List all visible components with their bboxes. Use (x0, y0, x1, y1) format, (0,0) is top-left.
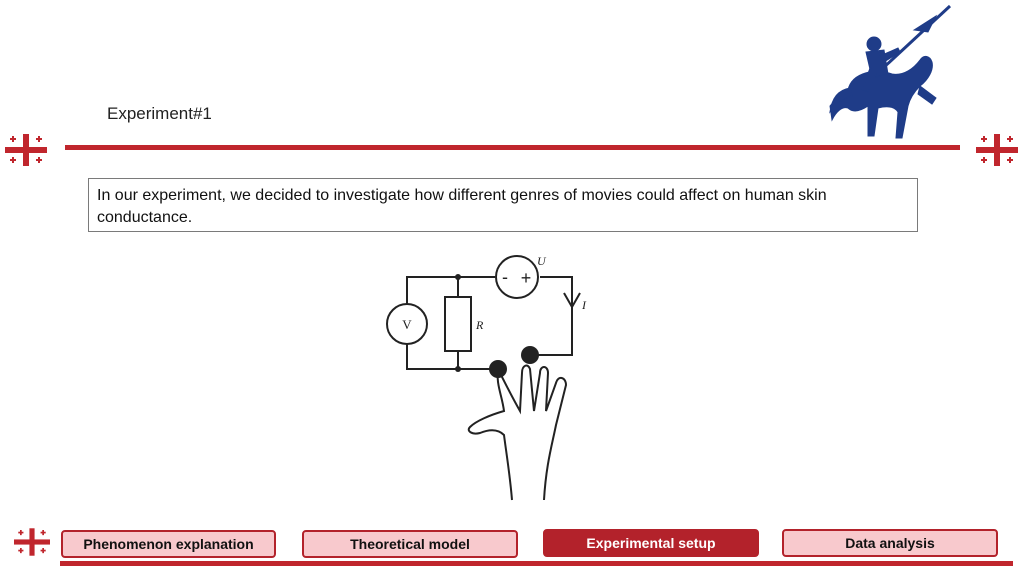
skin-conductance-circuit: V R - + U I (386, 254, 587, 501)
slide-title: Experiment#1 (107, 104, 212, 123)
georgian-cross-icon (14, 528, 50, 556)
nav-theoretical-model[interactable]: Theoretical model (302, 530, 518, 558)
source-plus-label: + (521, 268, 532, 288)
source-label: U (537, 254, 547, 268)
nav-phenomenon-explanation[interactable]: Phenomenon explanation (61, 530, 276, 558)
current-label: I (581, 298, 587, 312)
georgian-cross-icon (976, 134, 1018, 166)
georgian-cross-icon (5, 134, 47, 166)
intro-text-box: In our experiment, we decided to investi… (88, 178, 918, 232)
resistor-label: R (475, 318, 484, 332)
knight-logo-icon (829, 4, 952, 139)
header-divider (65, 145, 960, 150)
nav-experimental-setup[interactable]: Experimental setup (543, 529, 759, 557)
nav-data-analysis[interactable]: Data analysis (782, 529, 998, 557)
source-minus-label: - (502, 267, 508, 287)
voltmeter-label: V (402, 317, 412, 332)
footer-divider (60, 561, 1013, 566)
